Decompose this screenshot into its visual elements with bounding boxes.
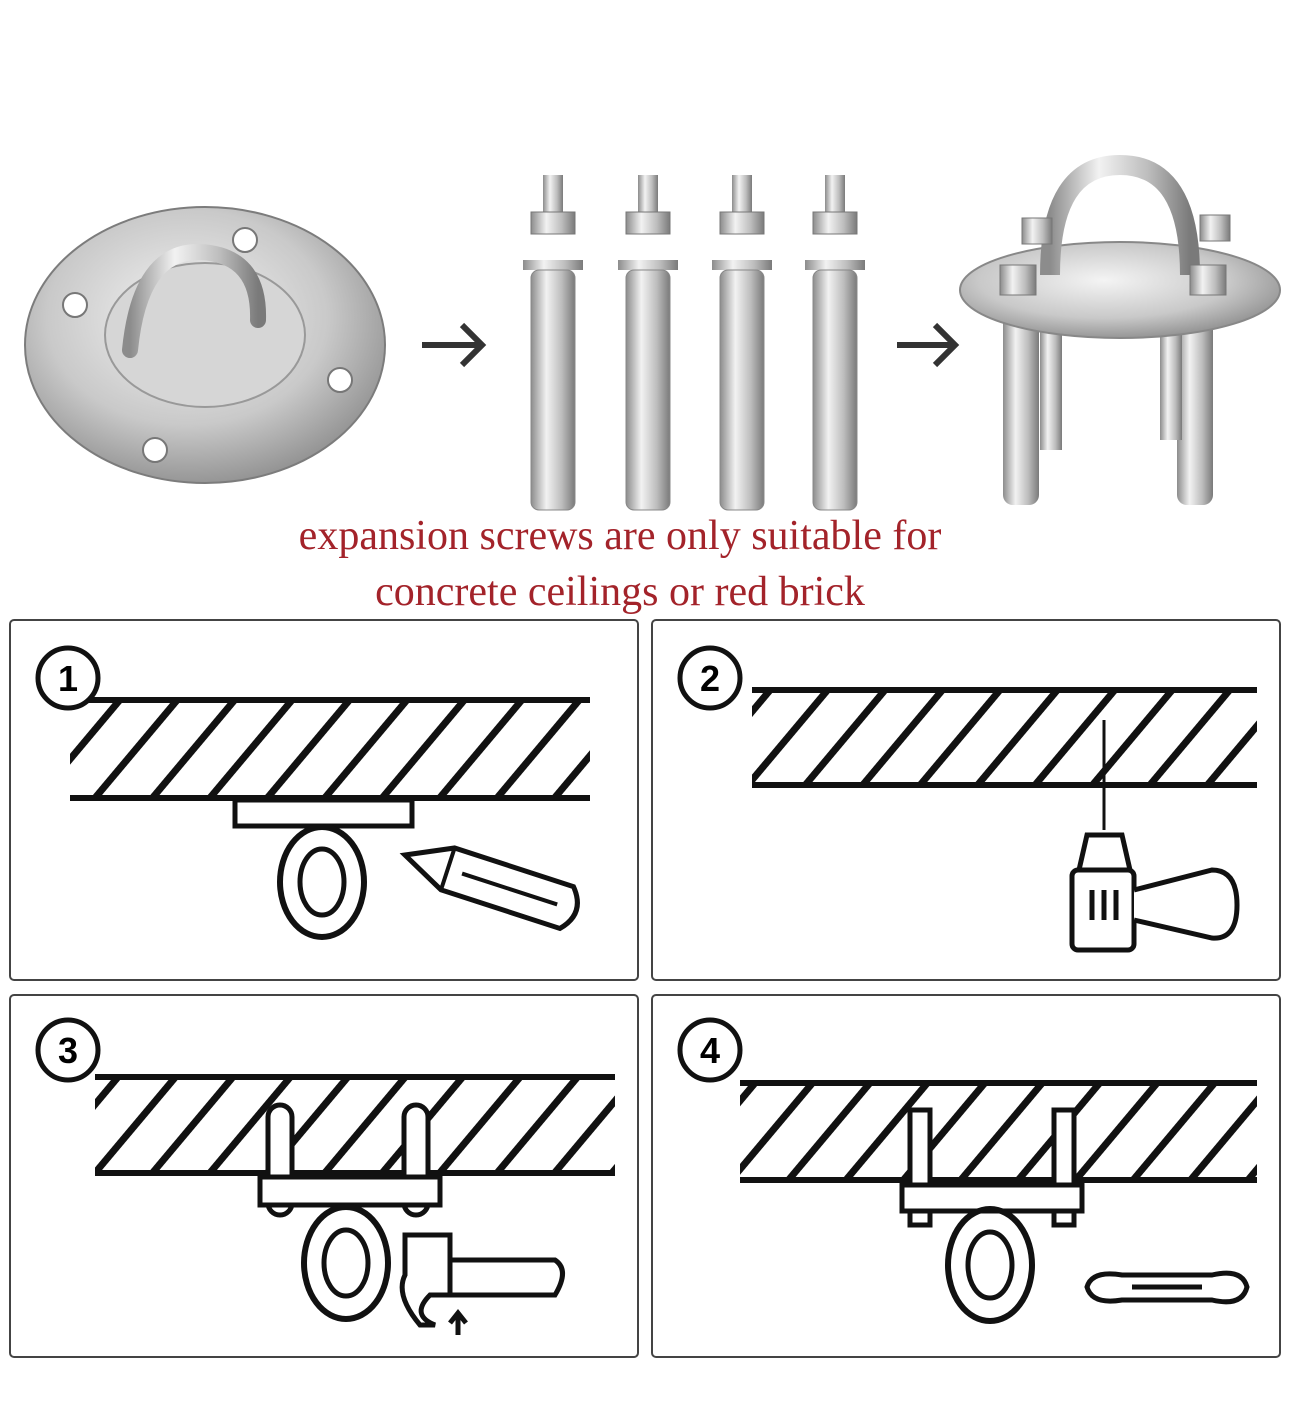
drill-icon (1069, 720, 1240, 953)
step-panel-2: 2 (651, 619, 1281, 981)
ceiling-plate-photo (24, 206, 386, 484)
step-panel-1: 1 (9, 619, 639, 981)
step-panel-3: 3 (9, 994, 639, 1358)
step-number: 3 (58, 1030, 78, 1071)
pencil-icon (399, 845, 580, 932)
step-number-badge (677, 1017, 743, 1083)
hammer-icon (399, 1232, 565, 1335)
step-number: 1 (58, 658, 78, 699)
step-number-badge (35, 645, 101, 711)
step-number-badge (677, 645, 743, 711)
assembled-anchor-photo (959, 154, 1281, 505)
step-number: 4 (700, 1030, 720, 1071)
step-number-badge (35, 1017, 101, 1083)
arrow-right-icon (422, 322, 487, 368)
arrow-right-icon (897, 322, 960, 368)
step-number: 2 (700, 658, 720, 699)
expansion-bolts-photo (523, 175, 865, 511)
caption-line-2: concrete ceilings or red brick (375, 569, 865, 615)
caption-line-1: expansion screws are only suitable for (298, 513, 942, 559)
step-panel-4: 4 (651, 994, 1281, 1358)
wrench-icon (1084, 1270, 1250, 1305)
